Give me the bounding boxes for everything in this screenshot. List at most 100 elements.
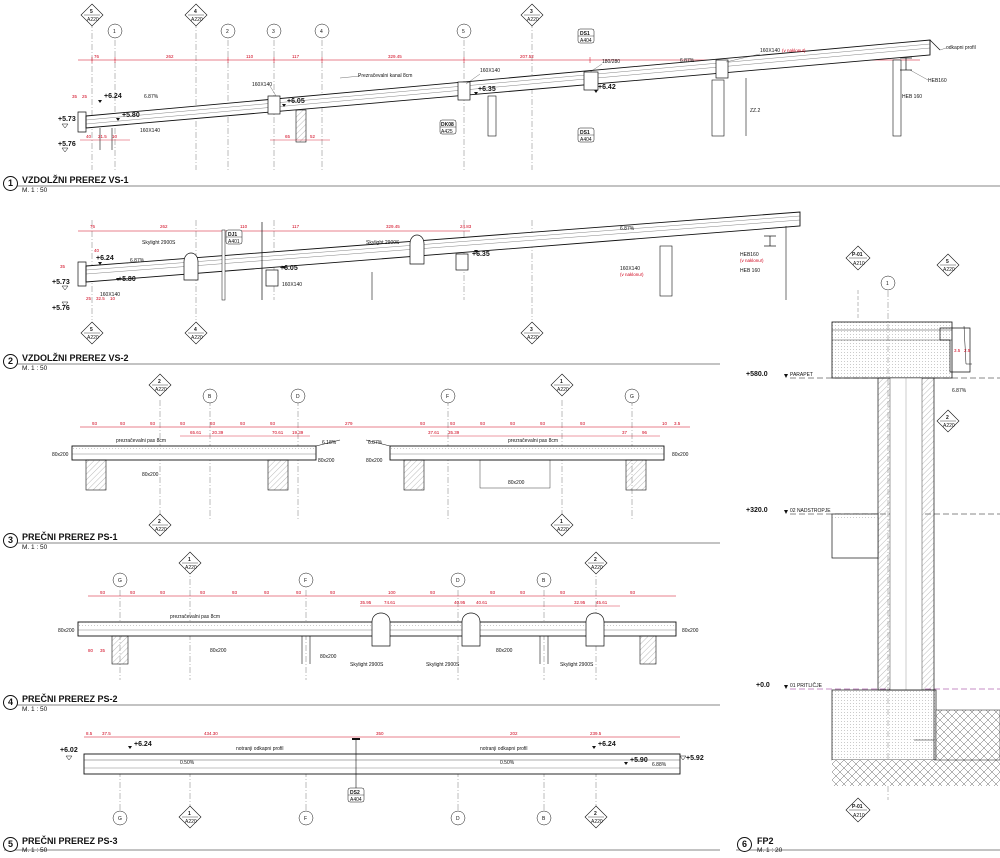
s4-notes: prezračevalni pas 8cm 80x200 80x200 80x2… xyxy=(58,614,699,668)
tag-number: P-01 xyxy=(852,252,863,258)
s6-level-label: 02 NADSTROPJE xyxy=(790,508,831,514)
tag-number: 5 xyxy=(90,327,93,333)
s4-note: 80x200 xyxy=(320,654,337,660)
s4-dim: 93 xyxy=(100,590,106,595)
s4-dim: 100 xyxy=(388,590,396,595)
grid-label: 1 xyxy=(113,29,116,35)
tag-number: 2 xyxy=(158,379,161,385)
s5-note: notranji odkapni profil xyxy=(236,746,284,752)
s3-note: prezračevalni pas 8cm xyxy=(116,438,166,444)
s1-level: +5.76 xyxy=(58,141,76,148)
tag-number: 4 xyxy=(194,9,197,15)
s5-note: notranji odkapni profil xyxy=(480,746,528,752)
s6-level-label: PARAPET xyxy=(790,372,813,378)
s4-dim: 93 xyxy=(200,590,206,595)
s2-level: +6.05 xyxy=(280,265,298,272)
section-scale: M. 1 : 50 xyxy=(22,187,48,194)
s1-grid-bubbles xyxy=(107,23,472,39)
s2-detail-tag: DJ1 A401 xyxy=(225,229,243,245)
s6-dim: 3.5 xyxy=(954,348,961,353)
tag-number: 2 xyxy=(158,519,161,525)
s4-note: Skylight 2900S xyxy=(560,662,594,668)
tag-sheet: A210 xyxy=(853,261,865,267)
s4-note: 80x200 xyxy=(210,648,227,654)
title-underlines xyxy=(4,185,1000,851)
tag-number: P-01 xyxy=(852,804,863,810)
s2-levels: +6.24 +5.80 +6.05 +6.35 +5.73 +5.76 xyxy=(52,251,490,312)
tag-number: 3 xyxy=(530,9,533,15)
s2-note: 160X140 xyxy=(620,266,640,272)
tag-number: 1 xyxy=(188,811,191,817)
tag-sheet: A220 xyxy=(943,423,955,429)
s5-dim: 37.5 xyxy=(102,731,111,736)
section-scale: M. 1 : 50 xyxy=(22,365,48,372)
s6-grid-bubble xyxy=(880,275,896,291)
s6-level-value: +580.0 xyxy=(746,371,768,378)
s3-sub: 19.39 xyxy=(292,430,304,435)
section-title: VZDOLŽNI PREREZ VS-1 xyxy=(22,175,129,185)
s1-detail-tags: DS1 A404 DK08 A425 DS1 A404 xyxy=(439,28,595,143)
s3-note: 80x200 xyxy=(52,452,69,458)
s3-dimension-labels: 93 93 93 93 93 93 93 279 93 93 93 93 93 … xyxy=(92,421,681,435)
s4-note: Skylight 2900S xyxy=(350,662,384,668)
s2-ldim: 40 xyxy=(94,248,100,253)
grid-label: G xyxy=(630,394,634,400)
s1-dim: 76 xyxy=(94,54,100,59)
s3-note: 6.18% xyxy=(322,440,337,446)
section-title: PREČNI PREREZ PS-1 xyxy=(22,532,118,542)
s1-dimension-labels: 76 262 110 117 329.45 207.52 65 52 35 25… xyxy=(72,54,534,139)
tag-number: 2 xyxy=(594,811,597,817)
s5-levels: +6.02 +6.24 +6.24 +5.90 +5.92 xyxy=(60,741,704,764)
s5-level: +5.92 xyxy=(686,755,704,762)
section-title: FP2 xyxy=(757,836,774,846)
detail-number: DS1 xyxy=(580,130,590,136)
s3-dim: 93 xyxy=(420,421,426,426)
s3-dim: 93 xyxy=(580,421,586,426)
s4-sub: 45.61 xyxy=(596,600,608,605)
section-number: 2 xyxy=(3,354,18,369)
s1-note: 6.87% xyxy=(680,58,695,64)
s3-dim: 93 xyxy=(150,421,156,426)
s3-notes: prezračevalni pas 8cm prezračevalni pas … xyxy=(52,438,689,486)
s3-note: 80x200 xyxy=(508,480,525,486)
s1-note: Prezračevalni kanal 8cm xyxy=(358,73,412,79)
section-title: VZDOLŽNI PREREZ VS-2 xyxy=(22,353,129,363)
s3-dim: 10 xyxy=(662,421,668,426)
s4-note: prezračevalni pas 8cm xyxy=(170,614,220,620)
s5-dim: 202 xyxy=(510,731,518,736)
tag-number: 5 xyxy=(946,259,949,265)
s5-level: +6.02 xyxy=(60,747,78,754)
tag-sheet: A220 xyxy=(943,267,955,273)
s3-dim: 93 xyxy=(510,421,516,426)
s1-note: odkapni profil xyxy=(946,45,976,51)
section-number: 4 xyxy=(3,695,18,710)
tag-sheet: A220 xyxy=(87,17,99,23)
s3-dim: 3.5 xyxy=(674,421,681,426)
tag-sheet: A220 xyxy=(527,17,539,23)
s2-ldim: 35 xyxy=(60,264,66,269)
s4-sub: 35.95 xyxy=(360,600,372,605)
s1-note: (v naklonu!) xyxy=(782,48,806,53)
section-number: 6 xyxy=(737,837,752,852)
s2-note: Skylight 2900S xyxy=(142,240,176,246)
s3-note: 80x200 xyxy=(318,458,335,464)
s1-note: 6.87% xyxy=(144,94,159,100)
s2-ldim: 10 xyxy=(110,296,116,301)
s5-dim: 239.5 xyxy=(590,731,602,736)
s4-dim: 93 xyxy=(520,590,526,595)
s1-bdim: 65 xyxy=(285,134,291,139)
s2-dimension-labels: 76 262 110 117 329.45 24.83 40 35 25 32.… xyxy=(60,224,472,301)
detail-sheet: A425 xyxy=(441,129,453,135)
s2-dim: 329.45 xyxy=(386,224,400,229)
s3-dim: 93 xyxy=(92,421,98,426)
section-number: 1 xyxy=(3,176,18,191)
s2-note: (v naklonu!) xyxy=(740,258,764,263)
s2-note: (v naklonu!) xyxy=(620,272,644,277)
s3-dim: 93 xyxy=(480,421,486,426)
section-5-drawing: 8.5 37.5 434.30 350 202 239.5 +6.02 +6.2… xyxy=(60,731,704,829)
s1-dim: 329.45 xyxy=(388,54,402,59)
s3-dim: 93 xyxy=(120,421,126,426)
s2-note: 6.87% xyxy=(130,258,145,264)
s4-section-tags: 1 A220 2 A220 xyxy=(178,551,608,575)
s3-dim: 279 xyxy=(345,421,353,426)
